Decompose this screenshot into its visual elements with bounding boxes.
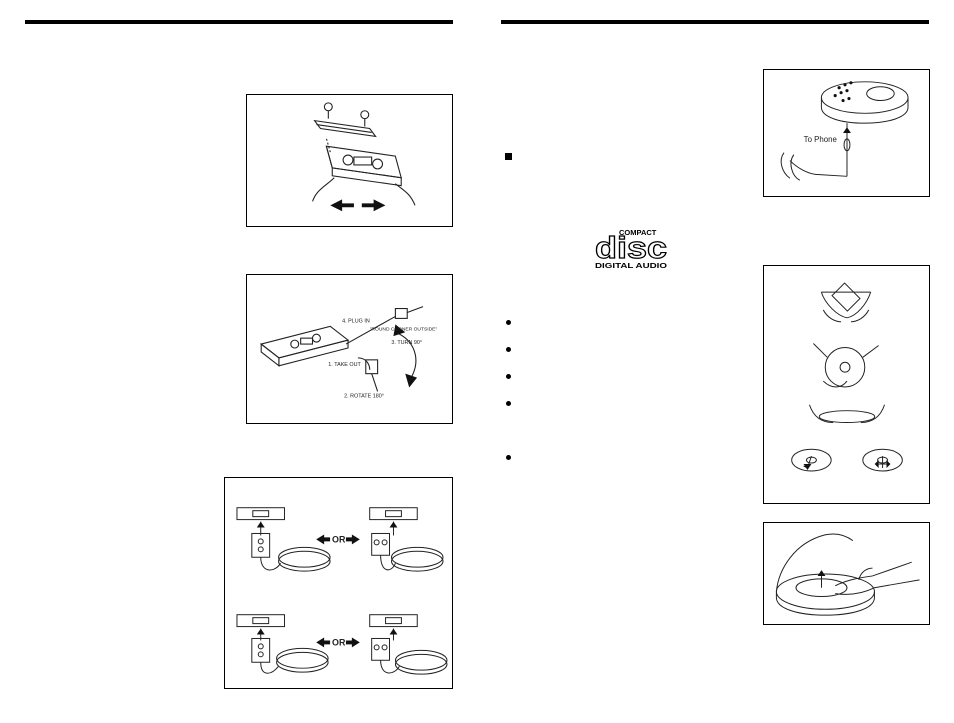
figure-player-to-phone: To Phone	[763, 69, 930, 197]
bullet-point	[506, 347, 511, 352]
bullet-point	[506, 455, 511, 460]
figure-cassette-plug: 4. PLUG IN "ROUND CORNER OUTSIDE" 3. TUR…	[246, 274, 453, 424]
bullet-point	[506, 320, 511, 325]
step-plug-in-label: 4. PLUG IN	[342, 318, 370, 324]
option-or-label-bottom: OR	[332, 637, 346, 647]
cd-logo-compact: COMPACT	[619, 228, 657, 237]
cd-logo-digital-audio: DIGITAL AUDIO	[595, 261, 667, 269]
left-page-top-rule	[25, 20, 453, 24]
bullet-point	[506, 401, 511, 406]
step-turn-label: 3. TURN 90°	[391, 340, 422, 346]
figure-cassette-cover	[246, 94, 453, 227]
round-corner-note: "ROUND CORNER OUTSIDE"	[370, 326, 438, 332]
option-or-label-top: OR	[332, 534, 346, 544]
section-marker-square	[505, 153, 512, 160]
compact-disc-logo: COMPACT disc DIGITAL AUDIO	[594, 227, 669, 270]
figure-connection-options: OR OR	[224, 477, 453, 689]
step-take-out-label: 1. TAKE OUT	[328, 362, 361, 368]
to-phone-label: To Phone	[804, 135, 838, 144]
figure-disc-insert	[763, 522, 930, 625]
step-rotate-label: 2. ROTATE 180°	[344, 393, 384, 399]
figure-disc-handling	[763, 265, 930, 504]
cd-logo-disc: disc	[595, 230, 667, 265]
bullet-point	[506, 374, 511, 379]
right-page-top-rule	[501, 20, 929, 24]
